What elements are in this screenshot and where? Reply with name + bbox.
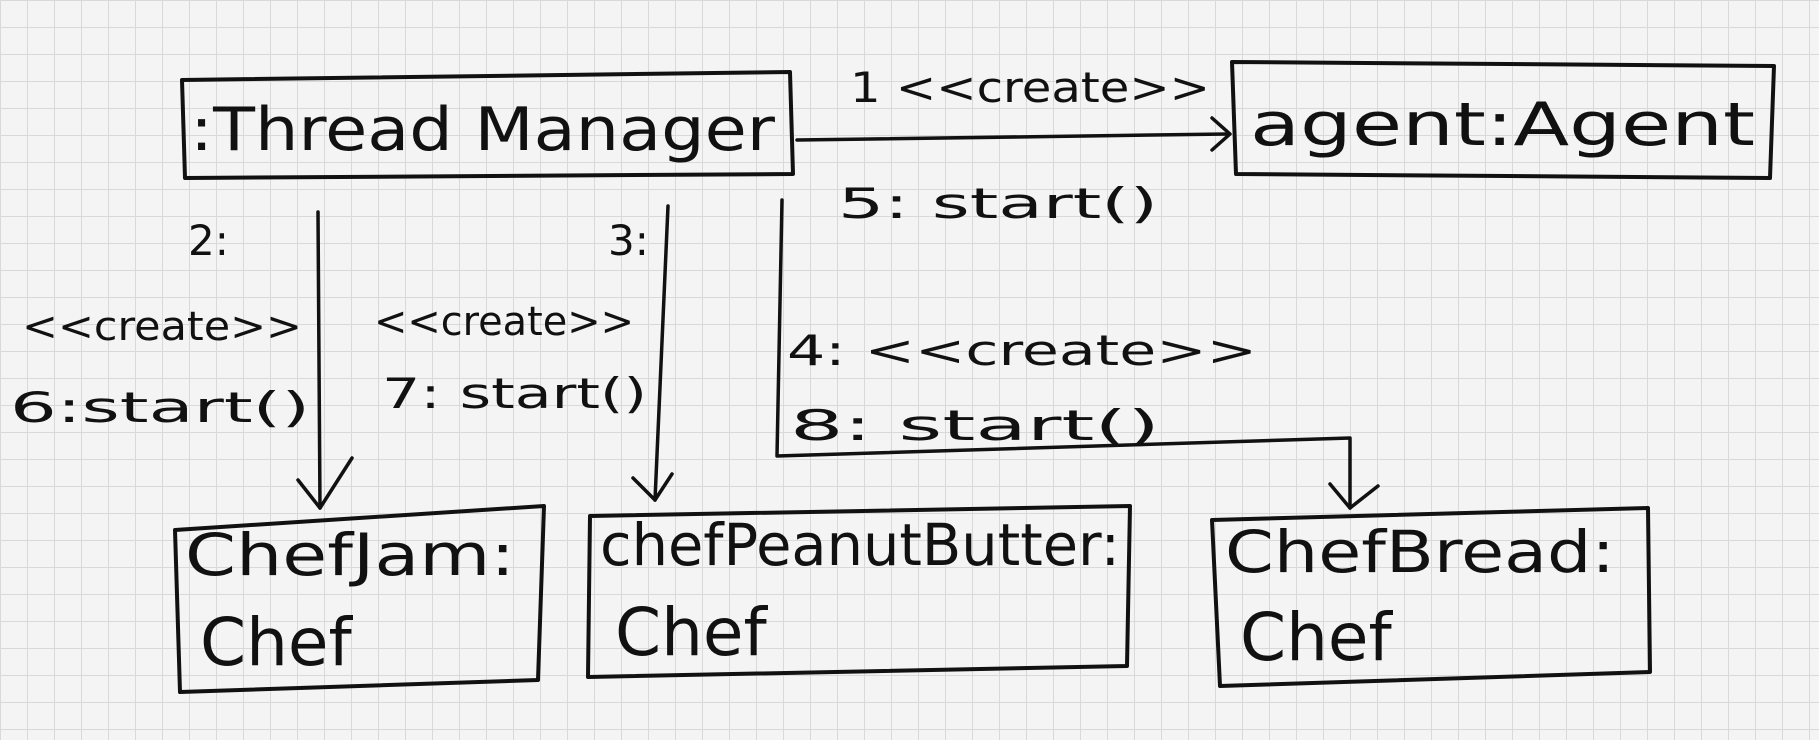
chef-peanut-butter-box (586, 504, 1132, 679)
msg-agent-start: 5: start() (838, 179, 1158, 228)
msg-chef-bread-create: 4: <<create>> (787, 326, 1257, 375)
thread-manager-object: :Thread Manager (180, 70, 795, 180)
chef-jam-type: Chef (200, 604, 354, 681)
agent-label: agent:Agent (1250, 90, 1755, 160)
msg-chef-bread-start: 8: start() (790, 401, 1160, 450)
agent-object: agent:Agent (1230, 60, 1776, 180)
chef-bread-object: ChefBread: Chef (1210, 506, 1652, 688)
agent-box (1230, 60, 1776, 180)
msg-agent-create: 1 <<create>> (850, 63, 1210, 112)
chef-jam-name: ChefJam: (185, 521, 515, 589)
chef-jam-object: ChefJam: Chef (173, 504, 546, 694)
connector-to-chef-jam (296, 210, 354, 510)
chef-peanut-butter-type: Chef (615, 594, 769, 671)
msg-chef-jam-start: 6:start() (10, 383, 310, 432)
msg-chef-jam-create: <<create>> (22, 304, 302, 350)
connector-to-chef-bread (775, 198, 1380, 510)
connector-to-chef-peanut-butter (631, 204, 674, 502)
chef-jam-box (173, 504, 546, 694)
msg-chef-peanut-butter-num: 3: (608, 216, 649, 265)
connector-to-agent (795, 116, 1232, 152)
thread-manager-box (180, 70, 795, 180)
messages-agent: 1 <<create>> 5: start() (838, 63, 1210, 228)
messages-chef-bread: 4: <<create>> 8: start() (787, 326, 1257, 450)
thread-manager-label: :Thread Manager (190, 95, 775, 165)
messages-chef-peanut-butter: 3: <<create>> 7: start() (374, 216, 649, 418)
chef-peanut-butter-object: chefPeanutButter: Chef (586, 504, 1132, 679)
msg-chef-jam-num: 2: (188, 216, 229, 265)
chef-bread-box (1210, 506, 1652, 688)
messages-chef-jam: 2: <<create>> 6:start() (10, 216, 310, 432)
msg-chef-peanut-butter-start: 7: start() (382, 369, 647, 418)
chef-peanut-butter-name: chefPeanutButter: (600, 511, 1120, 579)
chef-bread-name: ChefBread: (1225, 518, 1615, 586)
msg-chef-peanut-butter-create: <<create>> (374, 299, 634, 345)
chef-bread-type: Chef (1240, 599, 1394, 676)
